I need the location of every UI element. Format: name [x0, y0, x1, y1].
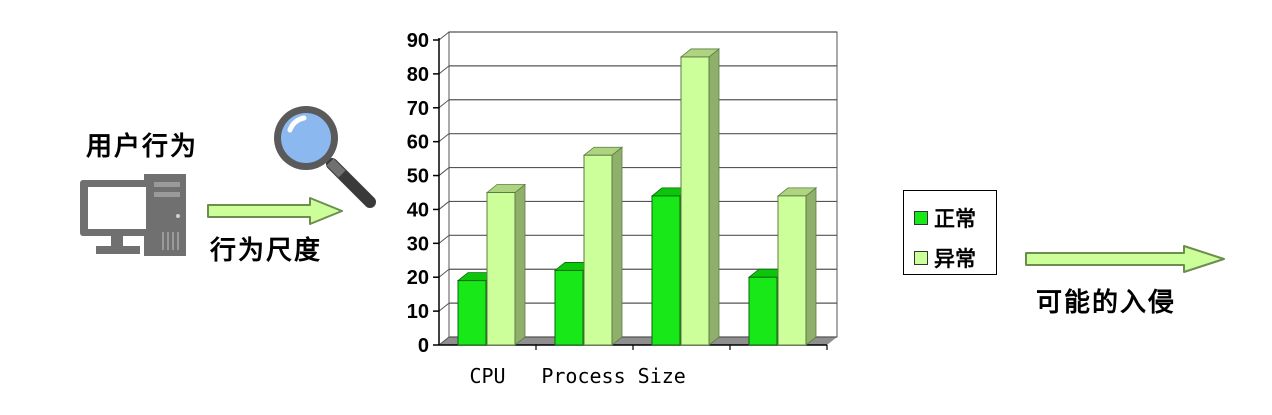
possible-intrusion-label: 可能的入侵: [1036, 288, 1177, 318]
legend-swatch-normal: [914, 211, 928, 225]
chart-legend: 正常 异常: [903, 190, 997, 275]
y-tick-label: 90: [407, 30, 429, 52]
y-tick-label: 30: [407, 233, 429, 255]
y-tick-label: 60: [407, 132, 429, 154]
bar-side: [708, 48, 720, 346]
gridline-diagonal: [438, 65, 450, 75]
behavior-scale-label: 行为尺度: [210, 236, 323, 266]
chart-floor: [439, 337, 837, 345]
bar-normal: [651, 195, 681, 346]
bar-abnormal: [486, 192, 516, 346]
legend-item-normal: 正常: [914, 203, 976, 233]
gridline-diagonal: [438, 201, 450, 210]
gridline-diagonal: [438, 31, 450, 41]
bar-normal: [554, 269, 584, 346]
gridline-diagonal: [438, 99, 450, 109]
y-tick-label: 40: [407, 199, 429, 221]
legend-item-abnormal: 异常: [914, 243, 976, 273]
x-category-label: Process Size: [541, 364, 686, 388]
bar-normal: [748, 276, 778, 346]
x-category-label: CPU: [469, 364, 505, 388]
y-tick-label: 0: [418, 335, 429, 357]
gridline-diagonal: [438, 234, 450, 244]
gridline-diagonal: [438, 336, 450, 346]
bar-side: [611, 146, 623, 346]
bar-normal: [457, 280, 487, 346]
bar-abnormal: [680, 56, 710, 346]
bar-side: [514, 183, 526, 346]
y-tick-label: 70: [407, 98, 429, 120]
legend-label-abnormal: 异常: [934, 247, 976, 271]
legend-swatch-abnormal: [914, 251, 928, 265]
arrow-right-icon: [1025, 245, 1225, 273]
gridline-diagonal: [438, 268, 450, 278]
magnifier-icon: [274, 106, 376, 208]
y-tick-label: 10: [407, 301, 429, 323]
bar-abnormal: [583, 154, 613, 346]
user-behavior-label: 用户行为: [86, 132, 199, 162]
bar-abnormal: [777, 195, 807, 346]
y-tick-label: 20: [407, 267, 429, 289]
legend-label-normal: 正常: [934, 207, 976, 231]
y-tick-label: 80: [407, 64, 429, 86]
gridline-diagonal: [438, 167, 450, 176]
gridline-diagonal: [438, 302, 450, 312]
bar-side: [805, 187, 817, 346]
gridline-diagonal: [438, 133, 450, 143]
arrow-right-icon: [207, 197, 343, 225]
computer-icon: [80, 174, 186, 256]
y-tick-label: 50: [407, 166, 429, 188]
